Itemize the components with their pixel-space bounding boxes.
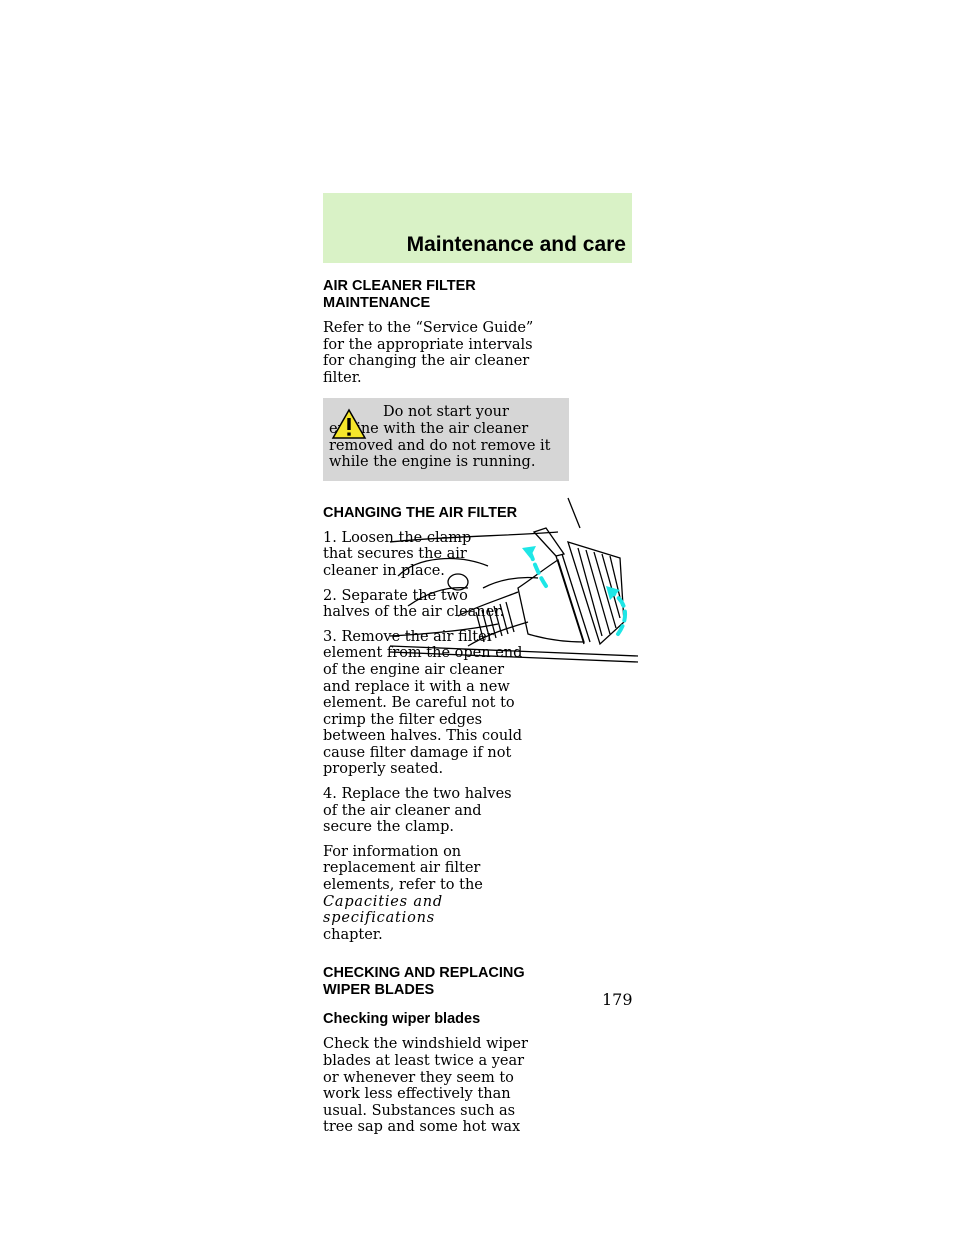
subheading-checking-wipers: Checking wiper blades [323, 1011, 481, 1028]
section-heading-changing-filter: CHANGING THE AIR FILTER [323, 504, 518, 521]
info-prefix: For information on replacement air filte… [323, 843, 483, 894]
step-3: 3. Remove the air filter element from th… [323, 628, 523, 778]
warning-text-content: Do not start your engine with the air cl… [329, 404, 551, 471]
page-header-title: Maintenance and care [406, 233, 626, 256]
info-reference: Capacities and specifications [323, 893, 443, 927]
warning-box: Do not start your engine with the air cl… [323, 398, 569, 481]
air-cleaner-illustration [389, 497, 639, 663]
section-heading-air-cleaner: AIR CLEANER FILTER MAINTENANCE [323, 278, 476, 311]
page-number: 179 [602, 990, 633, 1009]
info-suffix: chapter. [323, 926, 383, 943]
warning-triangle-icon [331, 408, 367, 440]
section-heading-wiper-blades: CHECKING AND REPLACING WIPER BLADES [323, 965, 525, 999]
step-4: 4. Replace the two halves of the air cle… [323, 786, 512, 836]
warning-text: Do not start your engine with the air cl… [329, 404, 563, 470]
main-column: AIR CLEANER FILTER MAINTENANCE Refer to … [323, 278, 573, 1136]
step-1: 1. Loosen the clamp that secures the air… [323, 529, 472, 579]
air-cleaner-paragraph: Refer to the “Service Guide” for the app… [323, 320, 534, 386]
page-header: Maintenance and care [323, 193, 632, 263]
info-paragraph: For information on replacement air filte… [323, 844, 538, 944]
wiper-paragraph: Check the windshield wiper blades at lea… [323, 1036, 528, 1136]
